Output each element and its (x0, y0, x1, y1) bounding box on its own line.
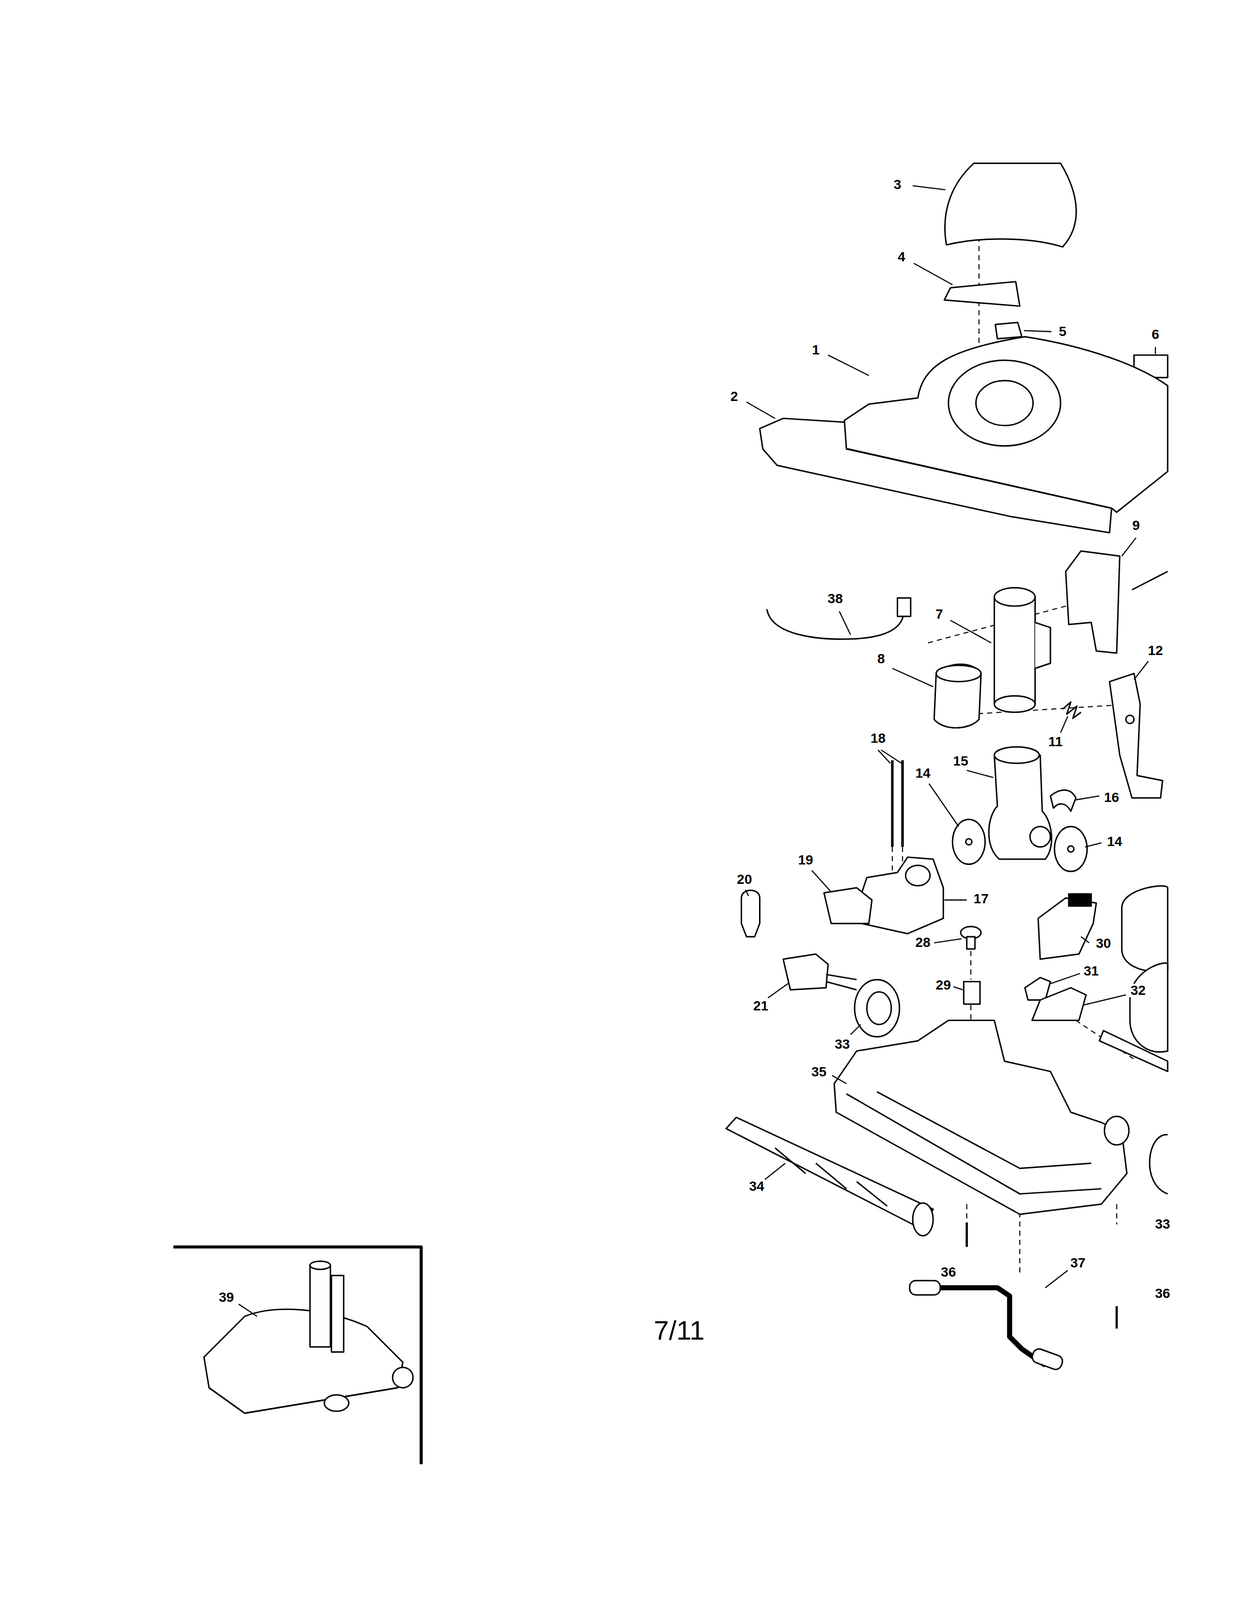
callout-number: 29 (934, 978, 953, 992)
callout-number: 9 (1130, 518, 1142, 533)
callout-number: 33 (1153, 1217, 1172, 1231)
callout-number: 1 (810, 343, 822, 357)
callout-number: 4 (896, 250, 907, 264)
callout-number: 33 (833, 1037, 852, 1051)
callout-number: 37 (1068, 1255, 1087, 1270)
callout-number: 15 (951, 754, 970, 768)
callout-number: 7 (934, 607, 945, 621)
callout-number: 38 (826, 591, 845, 606)
callout-number: 39 (217, 1290, 236, 1304)
callout-number: 20 (735, 872, 754, 887)
callout-number: 8 (875, 651, 887, 666)
callout-number: 17 (971, 891, 990, 906)
callout-number: 18 (869, 731, 888, 745)
callout-number: 14 (914, 766, 933, 780)
callout-number: 11 (1046, 734, 1065, 749)
callout-number: 21 (751, 998, 770, 1013)
callout-number: 36 (1153, 1286, 1172, 1300)
callout-number: 30 (1094, 936, 1113, 951)
callout-number: 35 (809, 1064, 828, 1079)
callout-number: 5 (1057, 324, 1069, 339)
callout-number: 19 (796, 853, 815, 867)
page-number: 7/11 (652, 1316, 707, 1344)
callout-number: 14 (1105, 834, 1124, 849)
callout-number: 28 (914, 935, 933, 950)
callout-number: 12 (1146, 643, 1165, 658)
callout-number: 16 (1102, 790, 1121, 805)
callout-number: 34 (747, 1179, 766, 1193)
callout-number: 36 (939, 1265, 958, 1279)
callout-number: 32 (1128, 983, 1147, 998)
callout-number: 31 (1082, 964, 1101, 978)
callout-number: 6 (1150, 327, 1161, 342)
callout-number: 3 (892, 177, 904, 192)
callout-number: 2 (728, 389, 740, 404)
